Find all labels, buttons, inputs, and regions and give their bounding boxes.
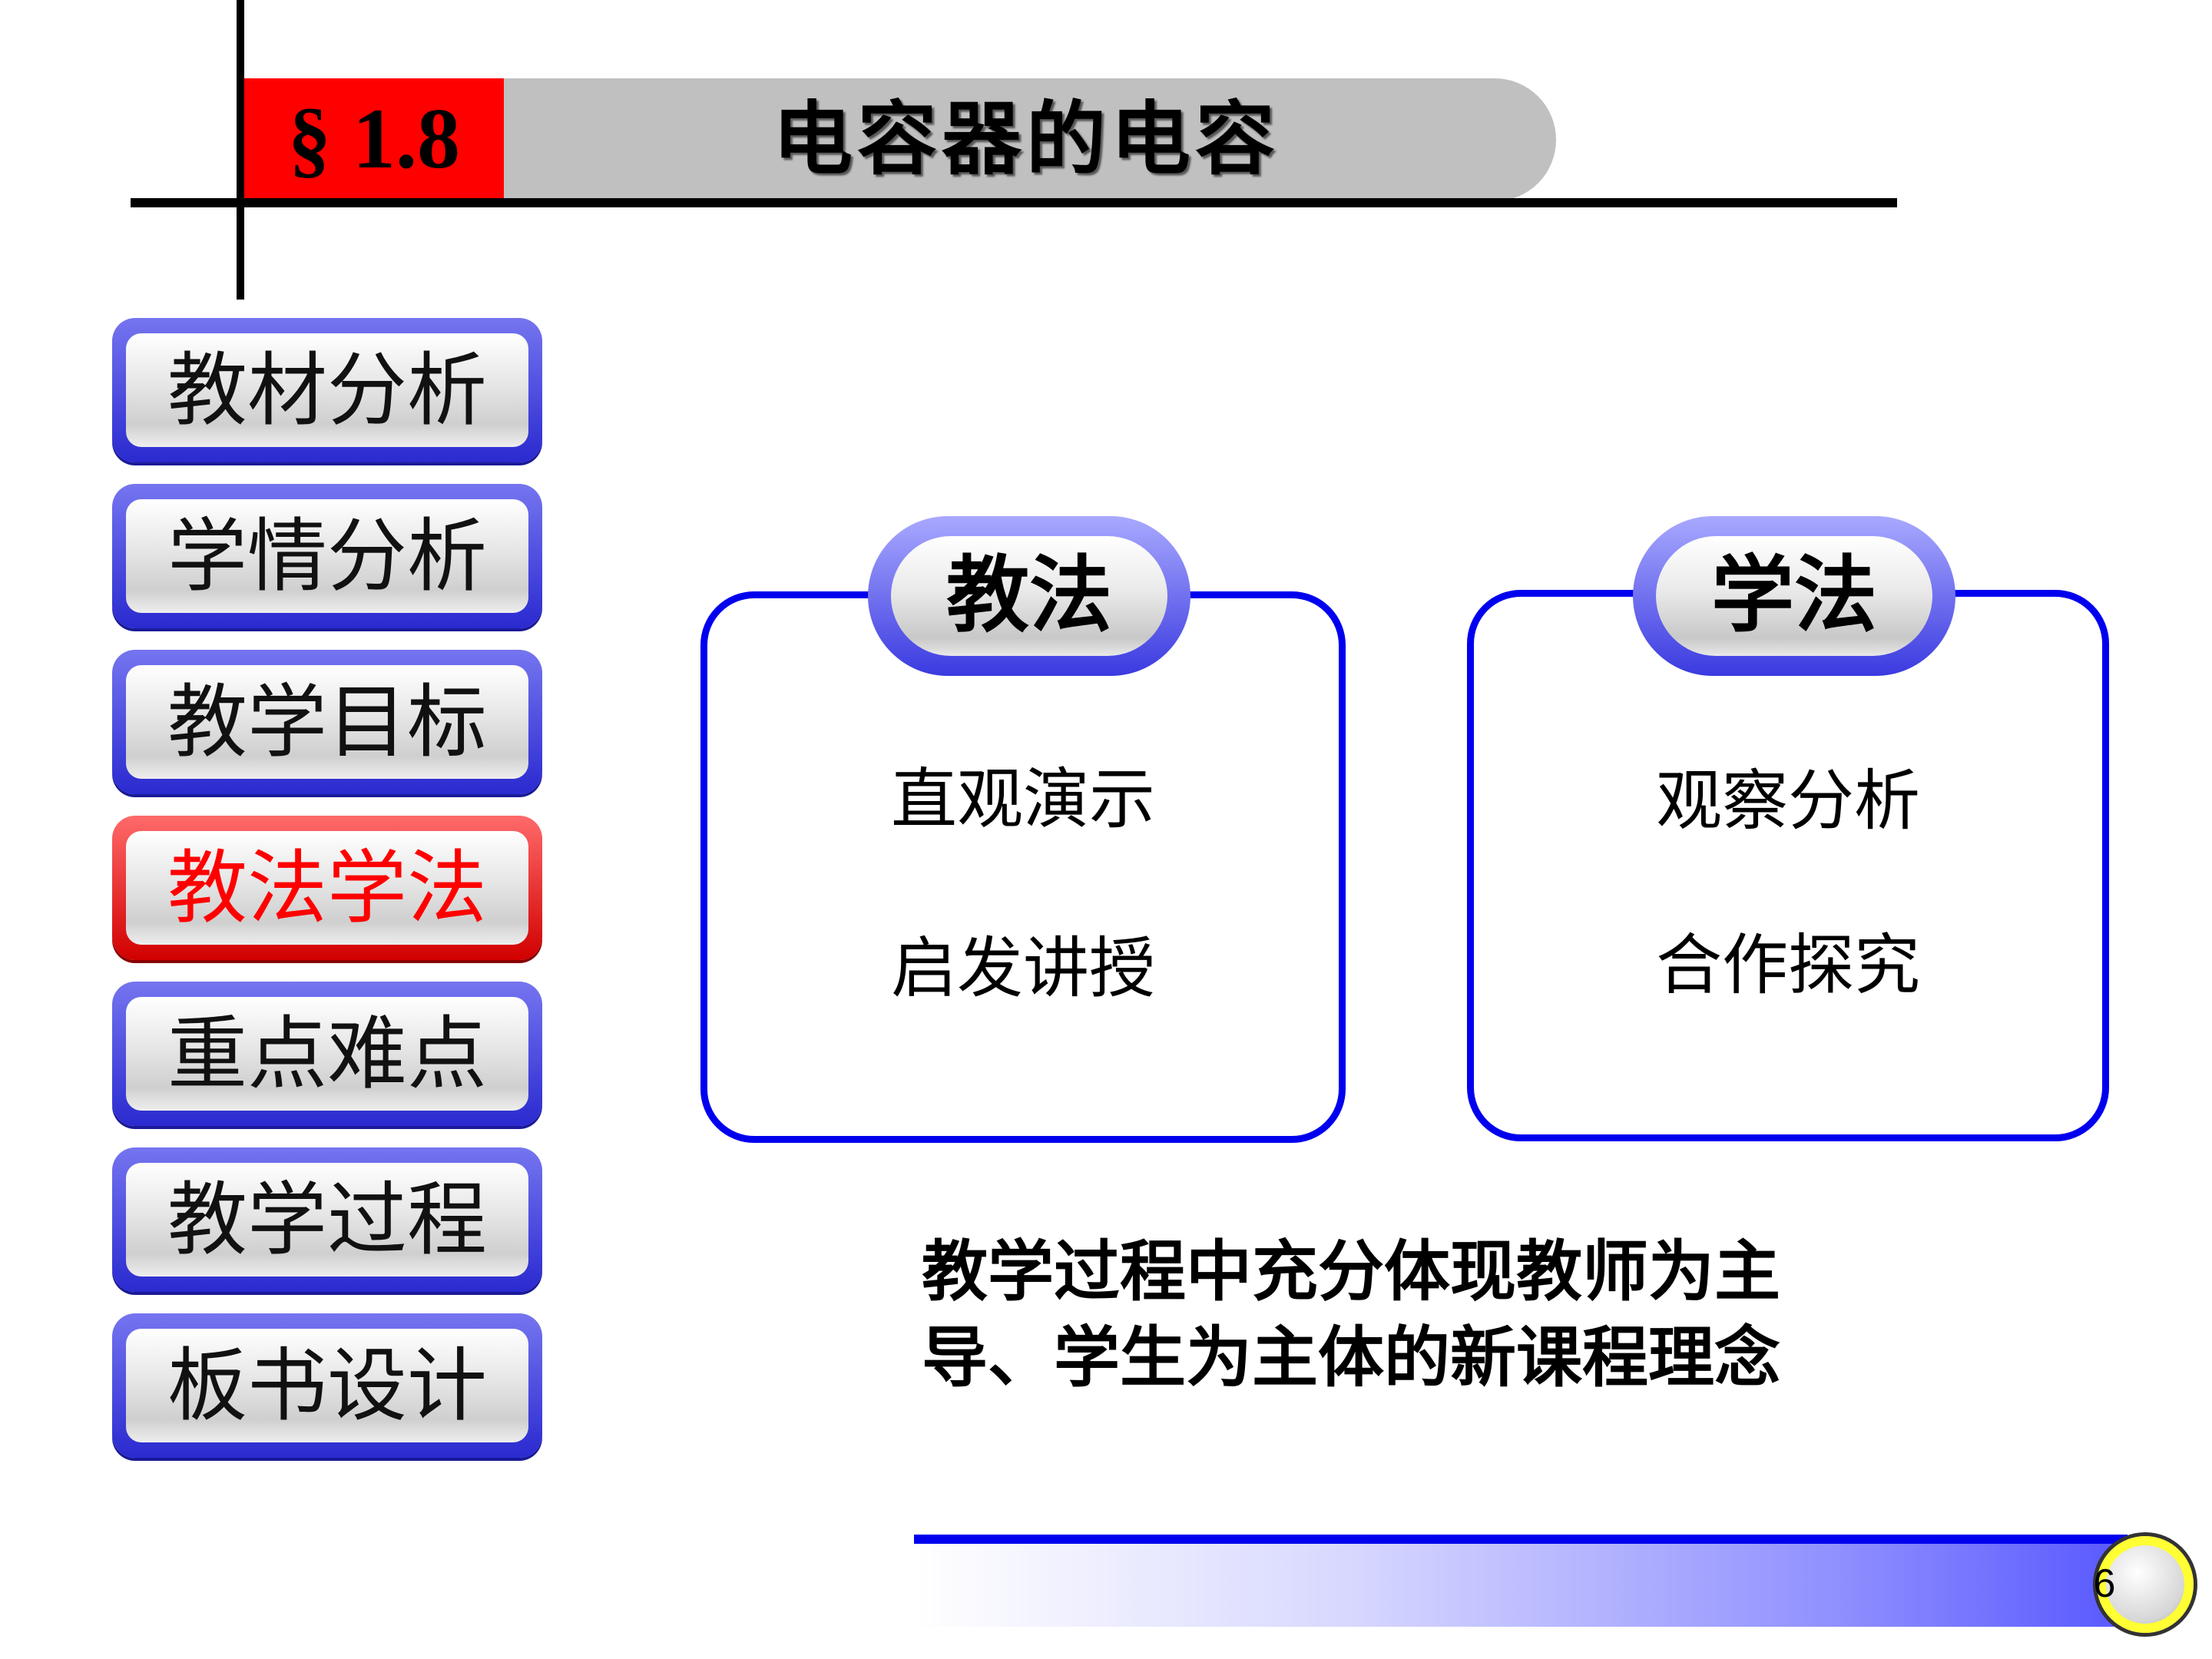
- summary-line-1: 教学过程中充分体现教师为主: [922, 1233, 1780, 1310]
- teaching-methods-heading: 教法: [891, 536, 1167, 656]
- teaching-methods-panel: [700, 591, 1346, 1143]
- sidebar-item-label: 学情分析: [126, 499, 528, 613]
- page-number: 6: [2093, 1561, 2116, 1606]
- sidebar-item-label: 教法学法: [126, 831, 528, 945]
- title-bar: [496, 78, 1556, 201]
- sidebar-item-label: 教学过程: [126, 1163, 528, 1277]
- sidebar-item-label: 教材分析: [126, 333, 528, 447]
- learning-method-item: 观察分析: [1656, 763, 1920, 839]
- sidebar-item-student-analysis[interactable]: 学情分析: [112, 484, 542, 628]
- sidebar-item-teaching-methods[interactable]: 教法学法: [112, 816, 542, 960]
- section-number: § 1.8: [288, 91, 460, 187]
- header-horizontal-rule: [131, 198, 1897, 207]
- learning-methods-heading-pill: 学法: [1633, 516, 1955, 676]
- footer-gradient: [914, 1544, 2143, 1627]
- sidebar-item-key-points[interactable]: 重点难点: [112, 982, 542, 1126]
- teaching-method-item: 启发讲授: [891, 930, 1155, 1007]
- footer-rule: [914, 1535, 2128, 1544]
- page-title: 电容器的电容: [772, 92, 1280, 186]
- sidebar-item-label: 重点难点: [126, 997, 528, 1111]
- sidebar-item-label: 板书设计: [126, 1329, 528, 1442]
- summary-line-2: 导、学生为主体的新课程理念: [922, 1320, 1780, 1396]
- teaching-method-item: 直观演示: [891, 761, 1155, 838]
- teaching-methods-heading-pill: 教法: [868, 516, 1190, 676]
- section-badge: [244, 78, 504, 200]
- summary-text: 教学过程中充分体现教师为主 导、学生为主体的新课程理念: [922, 1229, 1920, 1401]
- sidebar-item-teaching-process[interactable]: 教学过程: [112, 1147, 542, 1292]
- sidebar-item-label: 教学目标: [126, 665, 528, 779]
- header-vertical-rule: [237, 0, 244, 300]
- learning-method-item: 合作探究: [1656, 927, 1920, 1004]
- learning-methods-heading: 学法: [1656, 536, 1932, 656]
- sidebar-item-teaching-objectives[interactable]: 教学目标: [112, 650, 542, 794]
- sidebar-item-blackboard-design[interactable]: 板书设计: [112, 1313, 542, 1458]
- sidebar-item-textbook-analysis[interactable]: 教材分析: [112, 318, 542, 462]
